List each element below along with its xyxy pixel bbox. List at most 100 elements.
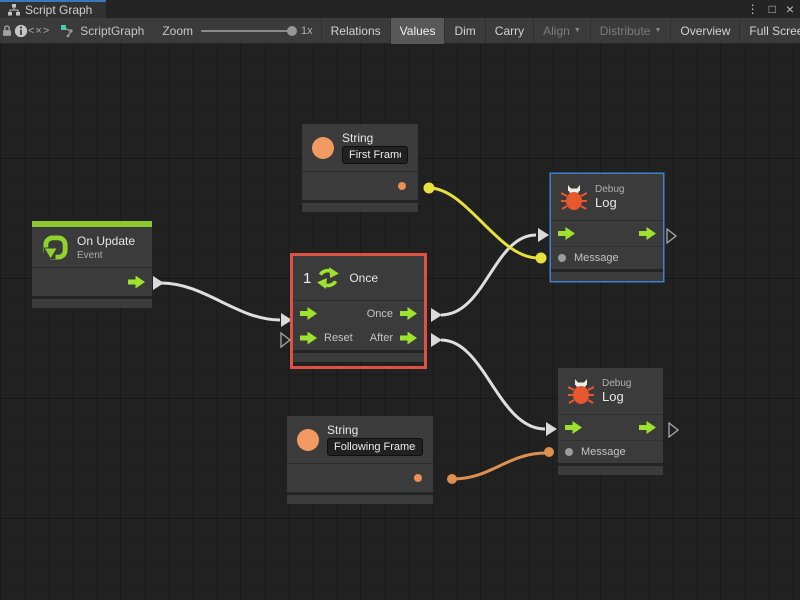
overview-button[interactable]: Overview xyxy=(670,17,739,44)
carry-button[interactable]: Carry xyxy=(484,17,533,44)
info-icon xyxy=(14,24,28,37)
node-category: Debug xyxy=(595,184,625,195)
port-row xyxy=(287,464,433,492)
lock-button[interactable] xyxy=(0,18,14,44)
once-cycle-icon xyxy=(317,267,340,289)
lock-icon xyxy=(3,24,11,36)
code-icon: <×> xyxy=(28,24,51,37)
window-controls: ⋮ □ × xyxy=(747,0,794,18)
string-value-input[interactable] xyxy=(342,146,408,164)
message-input-port[interactable] xyxy=(558,254,566,262)
node-footer xyxy=(32,296,152,308)
maximize-icon[interactable]: □ xyxy=(768,2,776,16)
node-category: Debug xyxy=(602,378,632,389)
flow-input-port[interactable] xyxy=(565,421,582,434)
zoom-slider[interactable] xyxy=(201,25,297,36)
tab-script-graph[interactable]: Script Graph xyxy=(0,0,107,18)
debug-top-input-arrowhead xyxy=(538,228,549,242)
chevron-down-icon: ▼ xyxy=(573,27,581,34)
graph-canvas[interactable]: On Update Event String xyxy=(0,44,800,600)
flow-output-port[interactable] xyxy=(128,275,145,289)
close-icon[interactable]: × xyxy=(785,1,794,17)
message-input-port[interactable] xyxy=(565,448,573,456)
toolbar: <×> ScriptGraph Zoom 1x Relations Values… xyxy=(0,17,800,44)
node-once[interactable]: 1 Once Once Rese xyxy=(293,256,424,362)
once-output-port[interactable] xyxy=(400,307,417,320)
port-row xyxy=(32,268,152,296)
node-title: Once xyxy=(349,271,379,285)
port-label: After xyxy=(369,332,393,344)
port-row xyxy=(551,221,663,247)
string-output-port[interactable] xyxy=(398,182,406,190)
flow-input-port[interactable] xyxy=(300,307,317,320)
after-output-connector xyxy=(431,333,442,347)
graph-hierarchy-icon xyxy=(8,4,20,16)
node-subtitle: Event xyxy=(77,249,103,261)
string-type-icon xyxy=(297,428,319,451)
distribute-button[interactable]: Distribute ▼ xyxy=(589,17,671,44)
yellow-wire-start-dot xyxy=(423,182,435,194)
code-view-button[interactable]: <×> xyxy=(28,18,50,44)
port-label: Message xyxy=(574,252,619,264)
wire-after-to-debug-bottom xyxy=(440,338,546,431)
flow-output-port[interactable] xyxy=(639,421,656,434)
tab-title: Script Graph xyxy=(25,3,93,17)
on-update-loop-icon xyxy=(43,234,68,260)
once-input-arrowhead xyxy=(281,313,292,327)
debug-bottom-output-connector-empty xyxy=(668,422,680,438)
node-on-update[interactable]: On Update Event xyxy=(32,221,152,308)
node-title: String xyxy=(342,131,374,145)
relations-button[interactable]: Relations xyxy=(320,17,390,44)
once-count-badge: 1 xyxy=(303,269,312,287)
flow-input-port[interactable] xyxy=(558,227,575,240)
node-header: On Update Event xyxy=(32,227,152,268)
port-row: Message xyxy=(558,441,663,463)
node-debug-log-top[interactable]: Debug Log Message xyxy=(551,174,663,281)
toolbar-buttons: Relations Values Dim Carry Align ▼ Distr… xyxy=(320,17,800,44)
port-label: Once xyxy=(366,307,393,320)
values-button[interactable]: Values xyxy=(389,17,445,44)
align-button[interactable]: Align ▼ xyxy=(533,17,590,44)
reset-input-port[interactable] xyxy=(300,331,317,345)
node-header: Debug Log xyxy=(558,368,663,415)
node-footer xyxy=(558,463,663,475)
script-graph-icon xyxy=(61,24,73,37)
node-header: 1 Once xyxy=(293,256,424,301)
node-footer xyxy=(287,492,433,504)
yellow-wire-end-dot xyxy=(535,252,547,264)
node-footer xyxy=(551,269,663,281)
port-label: Message xyxy=(581,446,626,458)
tab-bar: Script Graph ⋮ □ × xyxy=(0,0,800,18)
string-value-input[interactable] xyxy=(327,438,423,456)
port-label: Reset xyxy=(324,332,353,344)
fullscreen-button[interactable]: Full Screen xyxy=(739,17,800,44)
node-string-first-frame[interactable]: String xyxy=(302,124,418,212)
node-footer xyxy=(302,200,418,212)
wire-string-to-debug-top-message xyxy=(428,186,539,260)
chevron-down-icon: ▼ xyxy=(654,27,662,34)
kebab-menu-icon[interactable]: ⋮ xyxy=(746,2,759,16)
bug-icon xyxy=(568,379,594,404)
dim-button[interactable]: Dim xyxy=(444,17,484,44)
node-header: String xyxy=(287,416,433,464)
node-debug-log-bottom[interactable]: Debug Log Message xyxy=(558,368,663,475)
port-row: Message xyxy=(551,247,663,269)
flow-output-port[interactable] xyxy=(639,227,656,240)
string-type-icon xyxy=(312,136,334,159)
selection-outline: 1 Once Once Rese xyxy=(290,253,427,369)
graph-name[interactable]: ScriptGraph xyxy=(50,24,156,38)
port-row xyxy=(558,415,663,441)
onupdate-output-connector xyxy=(153,276,164,290)
info-button[interactable] xyxy=(14,18,28,44)
node-string-following-frames[interactable]: String xyxy=(287,416,433,504)
debug-top-output-connector-empty xyxy=(666,228,678,244)
zoom-slider-handle[interactable] xyxy=(287,25,297,36)
zoom-control: Zoom 1x xyxy=(156,24,318,38)
wire-string-to-debug-bottom-message xyxy=(451,451,547,481)
bug-icon xyxy=(561,185,587,210)
debug-bottom-input-arrowhead xyxy=(546,422,557,436)
string-output-port[interactable] xyxy=(414,474,422,482)
node-title: Log xyxy=(595,195,617,210)
node-title: On Update xyxy=(77,233,136,248)
after-output-port[interactable] xyxy=(400,331,417,345)
